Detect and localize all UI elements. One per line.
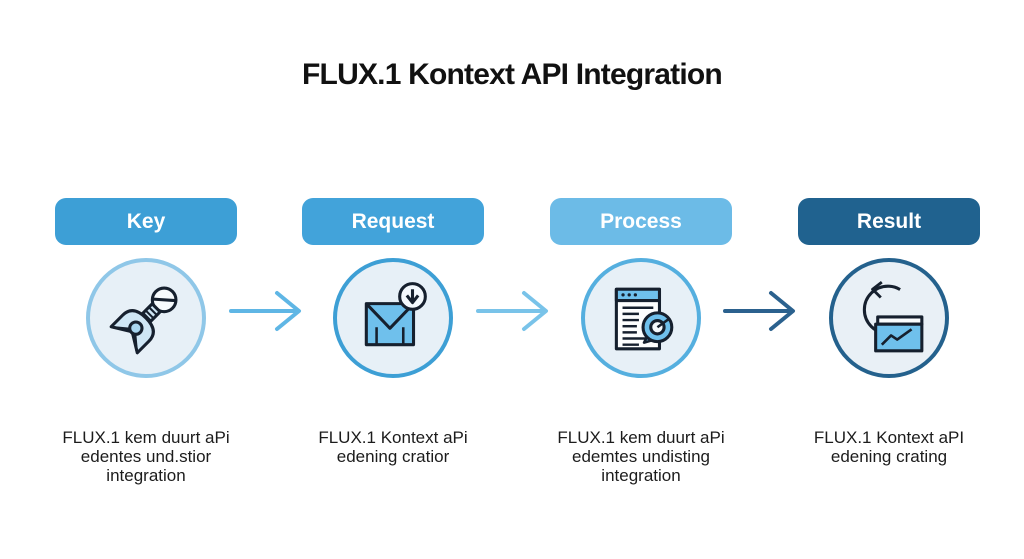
step-header-request: Request: [302, 198, 484, 245]
refresh-chart-icon: [862, 280, 924, 353]
page-title: FLUX.1 Kontext API Integration: [302, 58, 723, 91]
document-gauge-icon: [614, 287, 674, 351]
step-icon-circle: [829, 258, 949, 378]
step-column-key: Key FLUX.1 kem duurt aPi edentes und.sti…: [55, 198, 237, 485]
step-icon-circle: [86, 258, 206, 378]
step-column-request: Request FLUX.1 Kontext aPi edening crati…: [302, 198, 484, 466]
step-caption: FLUX.1 kem duurt aPi edemtes undisting i…: [557, 428, 725, 485]
key-icon: [109, 286, 178, 355]
step-caption: FLUX.1 Kontext aPi edening cratior: [318, 428, 468, 466]
arrow-request-to-process: [476, 291, 548, 331]
step-caption: FLUX.1 kem duurt aPi edentes und.stior i…: [62, 428, 230, 485]
step-icon-circle: [581, 258, 701, 378]
arrow-process-to-result: [723, 291, 795, 331]
step-header-process: Process: [550, 198, 732, 245]
step-column-result: Result FLUX.1 Kontext aPI edening cratin…: [798, 198, 980, 466]
arrow-key-to-request: [229, 291, 301, 331]
envelope-download-icon: [364, 282, 427, 347]
step-header-result: Result: [798, 198, 980, 245]
step-caption: FLUX.1 Kontext aPI edening crating: [813, 428, 965, 466]
step-icon-circle: [333, 258, 453, 378]
step-column-process: Process: [550, 198, 732, 485]
step-header-key: Key: [55, 198, 237, 245]
